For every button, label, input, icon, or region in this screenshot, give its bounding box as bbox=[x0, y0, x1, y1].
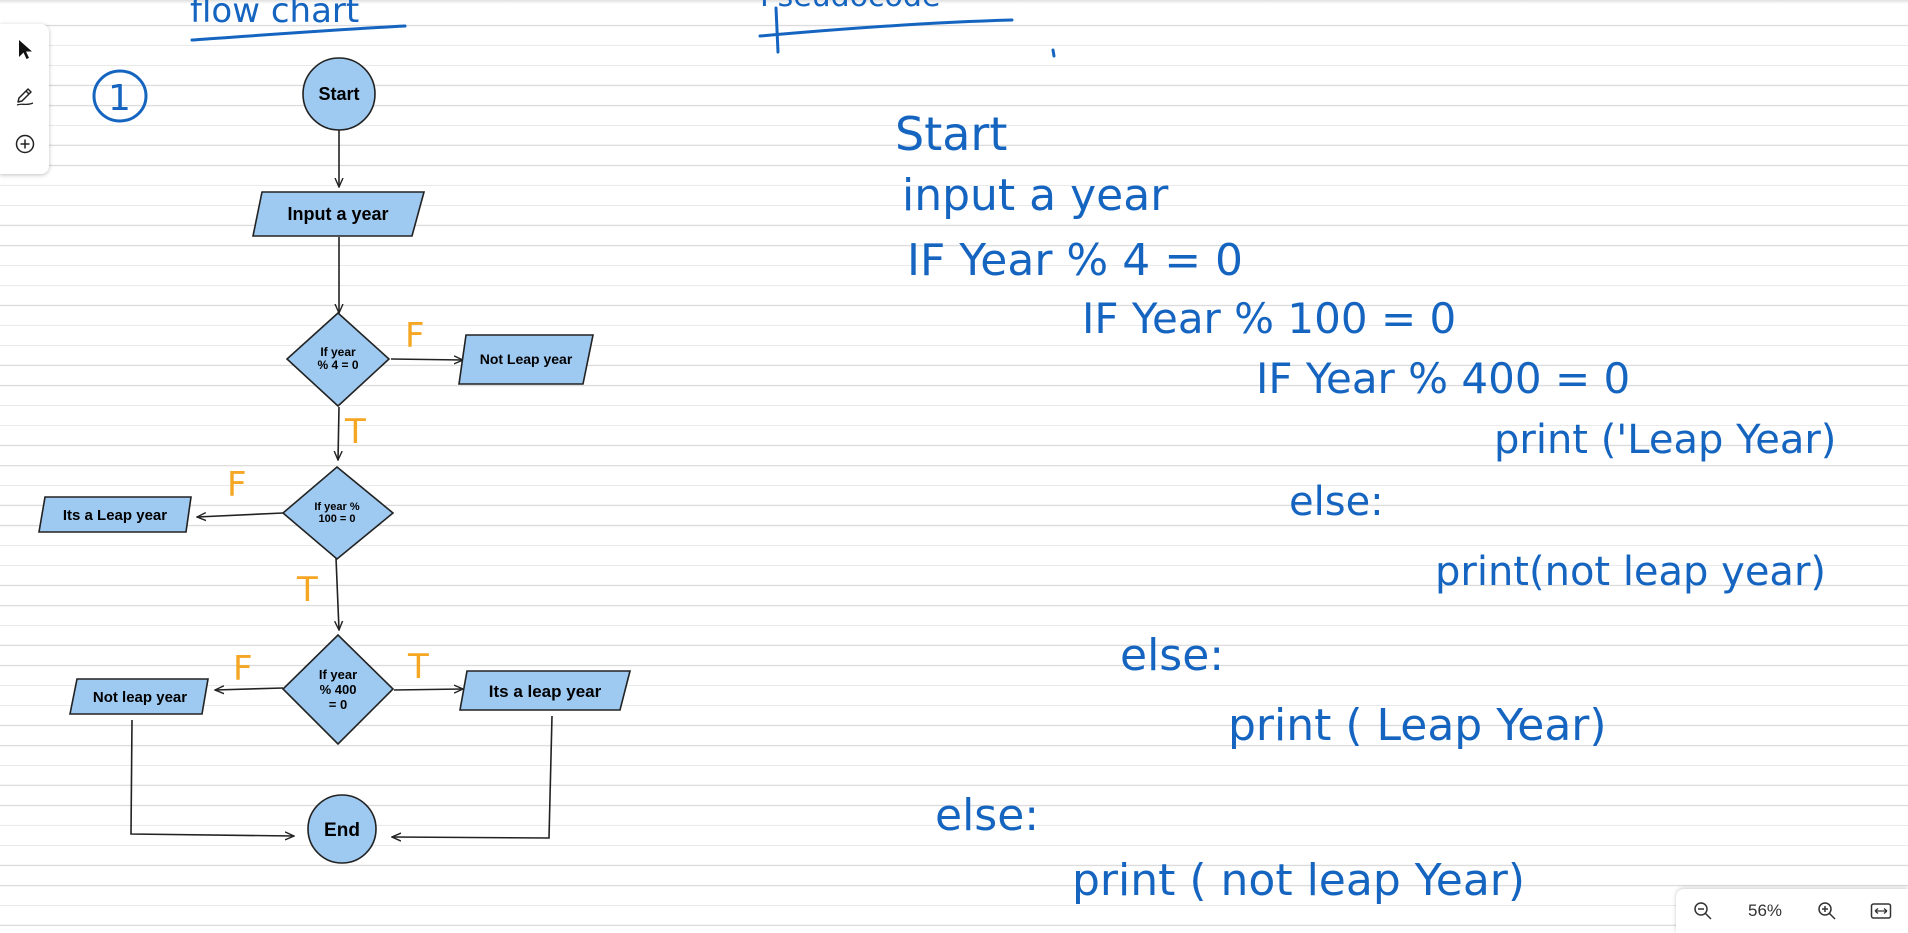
pen-tool-button[interactable] bbox=[7, 79, 43, 113]
zoom-in-button[interactable] bbox=[1812, 896, 1842, 926]
add-tool-button[interactable] bbox=[7, 127, 43, 161]
pseudo-line-7: else: bbox=[1289, 479, 1384, 525]
zoom-out-button[interactable] bbox=[1688, 896, 1718, 926]
plus-circle-icon bbox=[15, 134, 34, 154]
decision2-line2: 100 = 0 bbox=[318, 513, 355, 525]
pseudo-line-3: IF Year % 4 = 0 bbox=[907, 235, 1243, 286]
pseudo-line-9: else: bbox=[1120, 630, 1224, 681]
drawing-toolbar bbox=[0, 24, 49, 174]
select-tool-button[interactable] bbox=[7, 32, 43, 66]
not-leap-2-label: Not leap year bbox=[93, 689, 187, 706]
label-t-3: T bbox=[407, 647, 429, 687]
cursor-icon bbox=[18, 40, 32, 60]
input-label: Input a year bbox=[287, 204, 388, 224]
pseudocode-block: Start input a year IF Year % 4 = 0 IF Ye… bbox=[895, 107, 1836, 906]
pseudo-line-6: print ('Leap Year) bbox=[1494, 417, 1836, 463]
end-node[interactable]: End bbox=[307, 794, 377, 864]
decision3-line2: % 400 bbox=[320, 682, 357, 697]
heading-pseudocode: Pseudocode bbox=[758, 0, 1014, 54]
leap-2-label: Its a leap year bbox=[489, 682, 602, 701]
zoom-level: 56% bbox=[1747, 901, 1783, 920]
output-node-not-leap-1[interactable]: Not Leap year bbox=[458, 334, 594, 385]
pseudo-line-5: IF Year % 400 = 0 bbox=[1256, 354, 1630, 403]
pseudo-line-4: IF Year % 100 = 0 bbox=[1082, 294, 1456, 343]
ink-dot bbox=[1051, 48, 1056, 58]
label-t-1: T bbox=[344, 412, 366, 452]
output-node-leap-1[interactable]: Its a Leap year bbox=[38, 496, 192, 533]
output-node-not-leap-2[interactable]: Not leap year bbox=[69, 678, 209, 715]
decision-node-mod400[interactable]: If year % 400 = 0 bbox=[281, 633, 395, 746]
pseudo-line-10: print ( Leap Year) bbox=[1228, 700, 1607, 751]
label-t-2: T bbox=[296, 570, 318, 610]
step-number-circle: 1 bbox=[92, 69, 148, 123]
svg-text:flow chart: flow chart bbox=[190, 0, 359, 31]
decision1-line2: % 4 = 0 bbox=[317, 358, 358, 372]
heading-flow-chart: flow chart bbox=[190, 0, 407, 42]
decision1-line1: If year bbox=[320, 345, 356, 359]
not-leap-1-label: Not Leap year bbox=[480, 351, 573, 367]
fit-width-button[interactable] bbox=[1866, 896, 1896, 926]
pseudo-line-11: else: bbox=[935, 790, 1039, 841]
end-label: End bbox=[324, 820, 360, 841]
decision-node-mod100[interactable]: If year % 100 = 0 bbox=[281, 465, 395, 561]
flowchart-connectors bbox=[130, 127, 553, 838]
label-f-1: F bbox=[405, 316, 425, 356]
pen-icon bbox=[16, 88, 33, 107]
decision3-line3: = 0 bbox=[329, 697, 347, 712]
top-shadow bbox=[0, 0, 1908, 4]
label-f-3: F bbox=[233, 649, 253, 689]
zoom-controls: 56% bbox=[1676, 889, 1908, 933]
zoom-out-icon bbox=[1694, 902, 1712, 920]
output-node-leap-2[interactable]: Its a leap year bbox=[459, 670, 632, 711]
fit-width-icon bbox=[1870, 903, 1892, 919]
pseudo-line-8: print(not leap year) bbox=[1435, 549, 1826, 595]
label-f-2: F bbox=[227, 465, 247, 505]
pseudo-line-2: input a year bbox=[902, 170, 1169, 221]
svg-text:1: 1 bbox=[108, 78, 131, 119]
decision-node-mod4[interactable]: If year % 4 = 0 bbox=[285, 311, 391, 408]
start-label: Start bbox=[318, 84, 359, 104]
decision3-line1: If year bbox=[319, 667, 357, 682]
start-node[interactable]: Start bbox=[302, 57, 376, 131]
svg-text:Pseudocode: Pseudocode bbox=[760, 0, 940, 14]
input-node[interactable]: Input a year bbox=[252, 191, 426, 237]
decision2-line1: If year % bbox=[314, 501, 359, 513]
tf-labels: F T F T F T bbox=[227, 316, 429, 689]
pseudo-line-1: Start bbox=[895, 107, 1007, 161]
pseudo-line-12: print ( not leap Year) bbox=[1072, 855, 1525, 906]
zoom-in-icon bbox=[1818, 902, 1836, 920]
leap-1-label: Its a Leap year bbox=[63, 507, 167, 524]
